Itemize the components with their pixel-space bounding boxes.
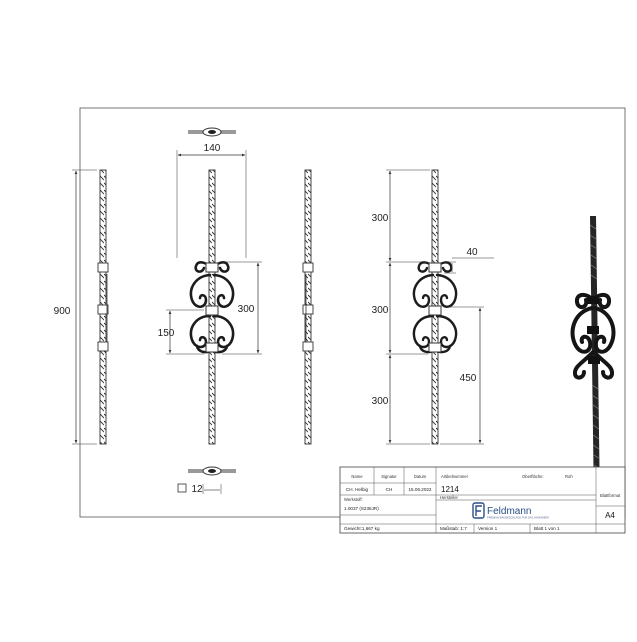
header-signature: Signatur [381,474,397,479]
rendered-collar [587,296,599,304]
rendered-scrolls [570,293,616,380]
top-view-piece [188,127,236,137]
collar [428,262,442,273]
rendered-collar [587,326,599,334]
collar [302,262,314,273]
square-symbol [177,483,187,493]
dim-width: 140 [204,143,221,154]
side-view-right [302,169,314,445]
drawing-date: 15.06.2022 [409,487,432,492]
sheet-number: Blatt 1 von 1 [534,526,560,531]
header-surface: Oberfläche: [522,474,544,479]
header-sheet-format: Blattformat [600,493,621,498]
sheet-format: A4 [605,511,615,520]
scale: Maßstab: 1:7 [440,526,467,531]
collar [428,342,442,353]
rendered-collar [588,356,600,364]
header-name: Name [351,474,363,479]
article-number: 1214 [441,485,459,494]
header-article-number: Artikelnummer [441,474,469,479]
collar [97,341,109,352]
version: Version 1 [478,526,498,531]
material-value: 1.0037 (S235JR) [344,506,379,511]
surface-value: Roh [565,474,573,479]
front-view-dimensioned: 300 300 300 40 450 [372,169,494,445]
collar [302,304,314,315]
header-date: Datum [414,474,427,479]
dim-scroll-height: 300 [238,304,255,315]
dim-segment-bottom: 300 [372,396,389,407]
collar [302,341,314,352]
weight: Gewicht:1,667 kg [344,526,380,531]
title-block: Name Signatur Datum Artikelnummer Oberfl… [339,466,626,534]
logo-tagline: PREMIUM BAUBESCHLÄGE FÜR DAS HANDWERK [487,516,549,520]
dim-collar: 40 [466,247,478,258]
bottom-view-piece [188,466,236,494]
collar [97,304,109,315]
dim-overall-height: 900 [54,306,71,317]
logo-wordmark: Feldmann [487,506,531,517]
dim-segment-top: 300 [372,213,389,224]
side-view-left: 900 [54,169,109,445]
dim-scroll-half: 150 [158,328,175,339]
dim-segment-mid: 300 [372,305,389,316]
material-label: Werkstoff: [344,497,363,502]
creator-name: CH. Helbig [346,487,369,492]
collar [428,305,442,316]
collar [97,262,109,273]
iso-render [570,216,616,505]
header-manufacturer: Hersteller [440,495,459,500]
feldmann-logo: Feldmann PREMIUM BAUBESCHLÄGE FÜR DAS HA… [472,502,549,520]
drawing-border [79,107,626,518]
collar [205,342,219,353]
dim-bar-section: 12 [191,484,203,495]
creator-signature: CH [386,487,393,492]
dim-scroll-span: 450 [460,373,477,384]
collar [205,262,219,273]
front-view: 140 300 150 [158,127,262,495]
collar [205,305,219,316]
